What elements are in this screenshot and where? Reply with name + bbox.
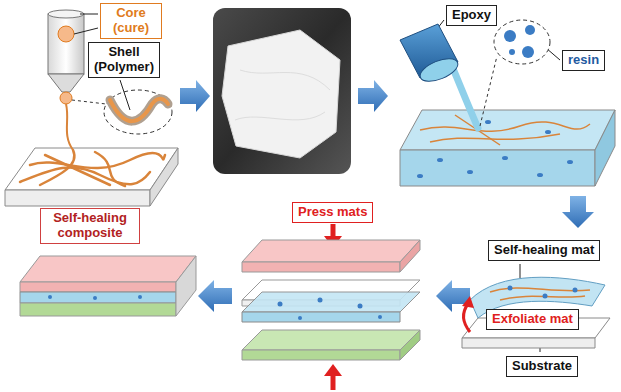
flow-arrow bbox=[358, 80, 388, 112]
epoxy-label: Epoxy bbox=[446, 5, 497, 26]
fibers bbox=[20, 150, 165, 186]
label-text: Substrate bbox=[512, 359, 572, 374]
syringe bbox=[48, 10, 84, 150]
zoom-resin bbox=[480, 20, 550, 126]
press-stack bbox=[242, 224, 420, 390]
flow-arrow bbox=[180, 80, 210, 112]
substrate-label: Substrate bbox=[506, 356, 578, 377]
substrate-slab bbox=[5, 148, 178, 206]
label-text: Self-healing mat bbox=[494, 243, 594, 258]
composite-stack bbox=[20, 256, 196, 316]
zoom-fiber bbox=[72, 90, 172, 134]
flow-arrow bbox=[562, 196, 594, 228]
flow-arrow bbox=[198, 280, 232, 312]
label-text: Core (cure) bbox=[106, 6, 156, 36]
label-text: resin bbox=[568, 53, 599, 68]
resin-label: resin bbox=[562, 50, 605, 71]
core-label: Core (cure) bbox=[100, 3, 162, 39]
mat-in-resin bbox=[400, 110, 615, 186]
press-label: Press mats bbox=[292, 202, 373, 223]
composite-label: Self-healing composite bbox=[40, 208, 140, 244]
label-text: Shell (Polymer) bbox=[94, 45, 154, 75]
shell-label: Shell (Polymer) bbox=[88, 42, 160, 78]
exfoliation bbox=[462, 277, 610, 348]
mat-photo bbox=[213, 8, 351, 174]
bucket bbox=[400, 24, 478, 128]
label-text: Press mats bbox=[298, 205, 367, 220]
label-text: Self-healing composite bbox=[46, 211, 134, 241]
label-text: Epoxy bbox=[452, 8, 491, 23]
label-text: Exfoliate mat bbox=[492, 312, 573, 327]
exfoliate-label: Exfoliate mat bbox=[486, 309, 579, 330]
mat-label: Self-healing mat bbox=[488, 240, 600, 261]
